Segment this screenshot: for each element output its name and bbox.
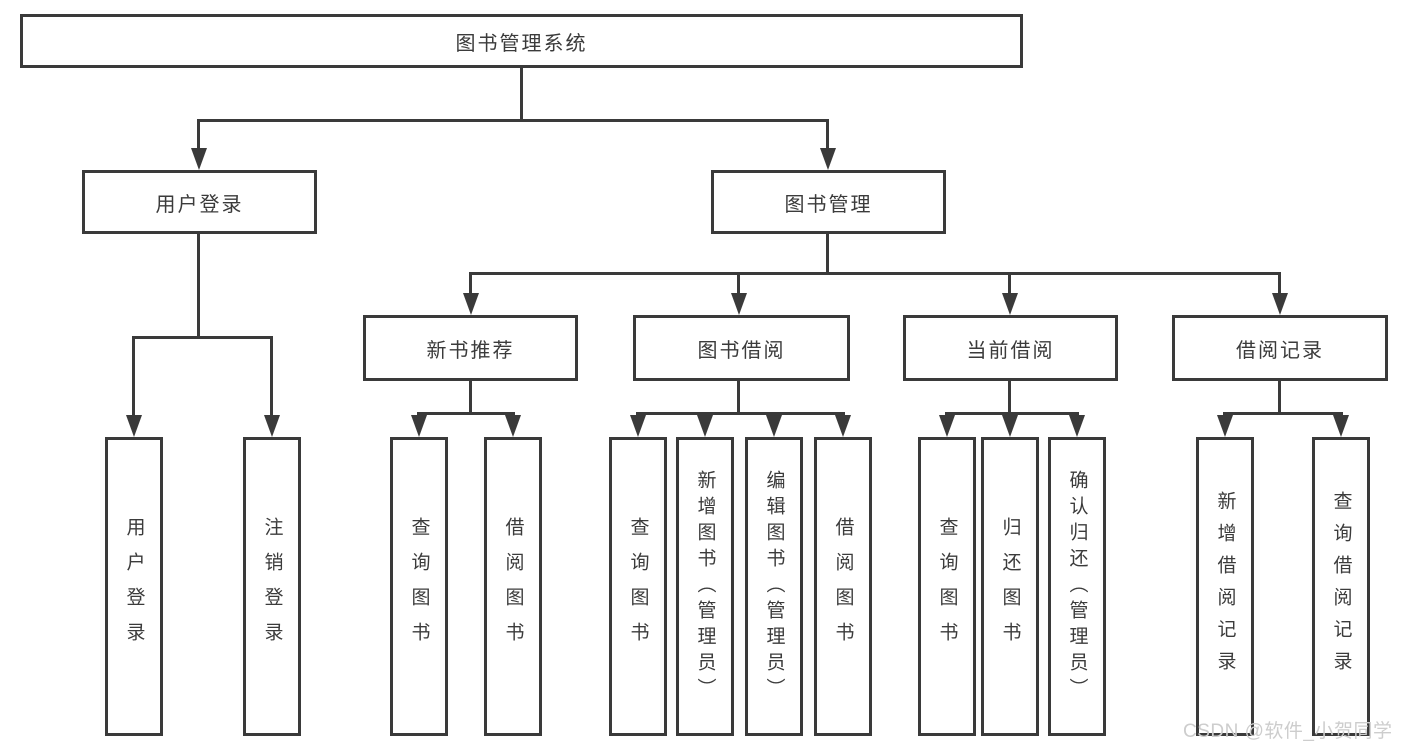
node-current-borrowing-label: 当前借阅	[966, 339, 1055, 362]
leaf-user-login: 用户登录	[105, 437, 163, 736]
arrow-down-icon	[835, 415, 851, 437]
node-library-system-label: 图书管理系统	[455, 32, 588, 55]
leaf-query-books-1-label: 查询图书	[408, 516, 430, 657]
connector-line	[1223, 412, 1343, 415]
arrow-down-icon	[1069, 415, 1085, 437]
arrow-down-icon	[1002, 415, 1018, 437]
node-current-borrowing: 当前借阅	[903, 315, 1118, 381]
leaf-query-books-2: 查询图书	[609, 437, 667, 736]
csdn-watermark: CSDN @软件_小贺同学	[1183, 721, 1393, 742]
leaf-edit-books-admin-label: 编辑图书（管理员）	[763, 469, 785, 704]
arrow-down-icon	[1272, 293, 1288, 315]
leaf-return-books-label: 归还图书	[999, 516, 1021, 657]
node-borrowing-records: 借阅记录	[1172, 315, 1388, 381]
connector-line	[520, 68, 523, 119]
connector-line	[270, 336, 273, 415]
arrow-down-icon	[264, 415, 280, 437]
arrow-down-icon	[191, 148, 207, 170]
node-new-book-recommend: 新书推荐	[363, 315, 578, 381]
arrow-down-icon	[820, 148, 836, 170]
arrow-down-icon	[411, 415, 427, 437]
arrow-down-icon	[939, 415, 955, 437]
arrow-down-icon	[630, 415, 646, 437]
node-new-book-recommend-label: 新书推荐	[426, 339, 515, 362]
connector-line	[197, 119, 829, 122]
node-user-login-label: 用户登录	[155, 193, 244, 216]
arrow-down-icon	[1333, 415, 1349, 437]
leaf-edit-books-admin: 编辑图书（管理员）	[745, 437, 803, 736]
arrow-down-icon	[1002, 293, 1018, 315]
leaf-add-books-admin: 新增图书（管理员）	[676, 437, 734, 736]
connector-line	[197, 234, 200, 336]
connector-line	[1008, 272, 1011, 293]
connector-line	[1278, 381, 1281, 412]
connector-line	[417, 412, 515, 415]
connector-line	[737, 381, 740, 412]
connector-line	[826, 234, 829, 272]
leaf-borrow-books-1: 借阅图书	[484, 437, 542, 736]
leaf-query-borrow-record-label: 查询借阅记录	[1330, 490, 1352, 683]
connector-line	[1278, 272, 1281, 293]
connector-line	[945, 412, 1079, 415]
leaf-return-books: 归还图书	[981, 437, 1039, 736]
leaf-add-borrow-record-label: 新增借阅记录	[1214, 490, 1236, 683]
connector-line	[1008, 381, 1011, 412]
leaf-add-borrow-record: 新增借阅记录	[1196, 437, 1254, 736]
leaf-query-borrow-record: 查询借阅记录	[1312, 437, 1370, 736]
connector-line	[469, 272, 472, 293]
leaf-borrow-books-2-label: 借阅图书	[832, 516, 854, 657]
node-book-borrowing-label: 图书借阅	[697, 339, 786, 362]
node-book-management: 图书管理	[711, 170, 946, 234]
node-borrowing-records-label: 借阅记录	[1236, 339, 1324, 362]
connector-line	[132, 336, 273, 339]
leaf-confirm-return-admin-label: 确认归还（管理员）	[1066, 469, 1088, 704]
leaf-borrow-books-1-label: 借阅图书	[502, 516, 524, 657]
leaf-query-books-2-label: 查询图书	[627, 516, 649, 657]
connector-line	[469, 381, 472, 412]
leaf-query-books-1: 查询图书	[390, 437, 448, 736]
leaf-logout-label: 注销登录	[261, 516, 283, 657]
leaf-add-books-admin-label: 新增图书（管理员）	[694, 469, 716, 704]
leaf-logout: 注销登录	[243, 437, 301, 736]
leaf-query-books-3-label: 查询图书	[936, 516, 958, 657]
connector-line	[469, 272, 1281, 275]
connector-line	[636, 412, 845, 415]
connector-line	[737, 272, 740, 293]
arrow-down-icon	[1217, 415, 1233, 437]
node-library-system: 图书管理系统	[20, 14, 1023, 68]
leaf-confirm-return-admin: 确认归还（管理员）	[1048, 437, 1106, 736]
leaf-borrow-books-2: 借阅图书	[814, 437, 872, 736]
arrow-down-icon	[126, 415, 142, 437]
arrow-down-icon	[697, 415, 713, 437]
arrow-down-icon	[731, 293, 747, 315]
arrow-down-icon	[505, 415, 521, 437]
node-book-management-label: 图书管理	[784, 193, 873, 216]
arrow-down-icon	[766, 415, 782, 437]
arrow-down-icon	[463, 293, 479, 315]
connector-line	[197, 119, 200, 150]
node-user-login: 用户登录	[82, 170, 317, 234]
connector-line	[826, 119, 829, 150]
connector-line	[132, 336, 135, 415]
node-book-borrowing: 图书借阅	[633, 315, 850, 381]
leaf-user-login-label: 用户登录	[123, 516, 145, 657]
leaf-query-books-3: 查询图书	[918, 437, 976, 736]
